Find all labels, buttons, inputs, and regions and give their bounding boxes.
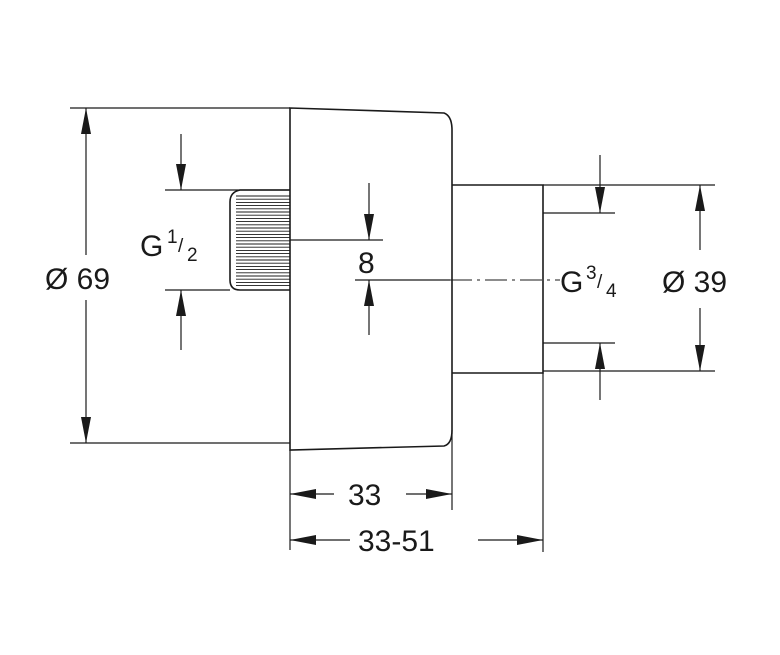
depth-dimension [289,430,453,550]
depth-label: 33 [348,479,381,512]
knurled-inlet [229,189,290,291]
outer-diameter-label: Ø 69 [45,263,110,296]
svg-text:4: 4 [606,281,617,302]
svg-text:/: / [178,236,184,257]
outlet-diameter-dimension [543,184,715,372]
offset-dimension [290,183,450,335]
outer-diameter-dimension [70,107,290,444]
offset-label: 8 [358,247,375,280]
depth-range-dimension [290,373,544,552]
svg-text:1: 1 [167,227,178,248]
inlet-thread-dimension [165,134,290,350]
outlet-pipe [452,184,544,374]
svg-text:G: G [560,266,583,299]
outlet-thread-label: G 3 / 4 [560,263,617,302]
svg-text:2: 2 [187,245,198,266]
svg-text:3: 3 [586,263,597,284]
inlet-thread-label: G 1 / 2 [140,227,198,266]
depth-range-label: 33-51 [358,525,435,558]
outlet-diameter-label: Ø 39 [662,266,727,299]
svg-text:/: / [597,272,603,293]
svg-text:G: G [140,230,163,263]
